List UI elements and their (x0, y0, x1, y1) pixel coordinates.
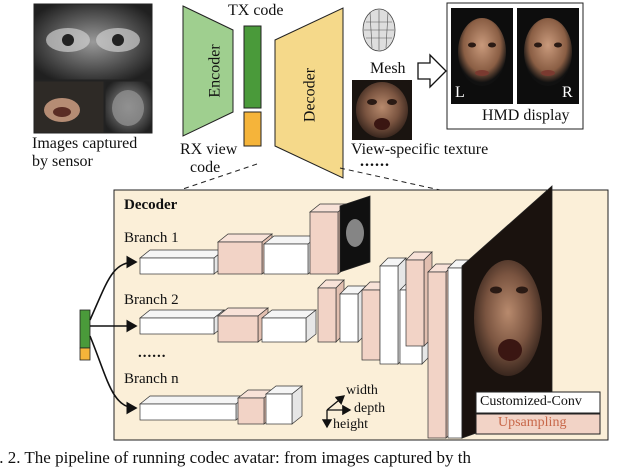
branch-ellipsis-label: ...... (138, 345, 167, 361)
legend-conv-label: Customized-Conv (480, 394, 582, 409)
decoder-label: Decoder (301, 67, 319, 123)
input-code-bar (79, 309, 91, 349)
axis-depth-label: depth (354, 401, 386, 416)
hmd-right-label: R (562, 84, 573, 101)
rx-code-line1: RX view (180, 141, 238, 158)
branch1-output-image (339, 195, 371, 273)
to-hmd-arrow (417, 53, 447, 89)
hmd-display (446, 2, 584, 130)
conv-layer-block (261, 309, 317, 343)
zoom-line-left (179, 163, 258, 191)
branch-2-label: Branch 2 (124, 292, 179, 308)
axis-indicator (321, 395, 352, 429)
hmd-left-label: L (455, 84, 465, 101)
mesh-label: Mesh (370, 60, 406, 77)
tx-code-label: TX code (228, 2, 284, 19)
conv-layer-block (139, 395, 247, 421)
hmd-display-label: HMD display (482, 107, 570, 124)
tx-code-bar (243, 25, 262, 109)
legend-upsampling-label: Upsampling (498, 415, 567, 430)
rx-code-line2: code (190, 159, 221, 176)
encoder-block (182, 5, 234, 137)
conv-layer-block (265, 385, 303, 425)
sensor-images (33, 3, 153, 134)
texture-image (352, 80, 412, 140)
zoom-line-right (339, 167, 441, 191)
legend-conv-swatch (475, 391, 601, 414)
sensor-caption-line1: Images captured (32, 135, 138, 152)
conv-layer-block (139, 249, 225, 275)
conv-layer-block (139, 309, 225, 335)
encoder-label: Encoder (206, 44, 224, 98)
figure-caption: ig. 2. The pipeline of running codec ava… (0, 448, 471, 467)
detail-title: Decoder (124, 197, 178, 213)
branch-arrows (89, 255, 138, 415)
branch-n-label: Branch n (124, 371, 179, 387)
branch-1-label: Branch 1 (124, 230, 179, 246)
sensor-caption-line2: by sensor (32, 153, 93, 170)
axis-width-label: width (346, 383, 378, 398)
rx-code-bar (243, 111, 262, 147)
mesh-image (354, 4, 404, 58)
decoder-block (274, 7, 344, 179)
upsampling-layer-block (217, 307, 269, 343)
axis-height-label: height (333, 417, 368, 432)
final-output-image (461, 185, 553, 439)
texture-label: View-specific texture (351, 141, 489, 158)
ellipsis-label: ...... (360, 153, 390, 170)
legend-upsampling-swatch (475, 413, 601, 435)
